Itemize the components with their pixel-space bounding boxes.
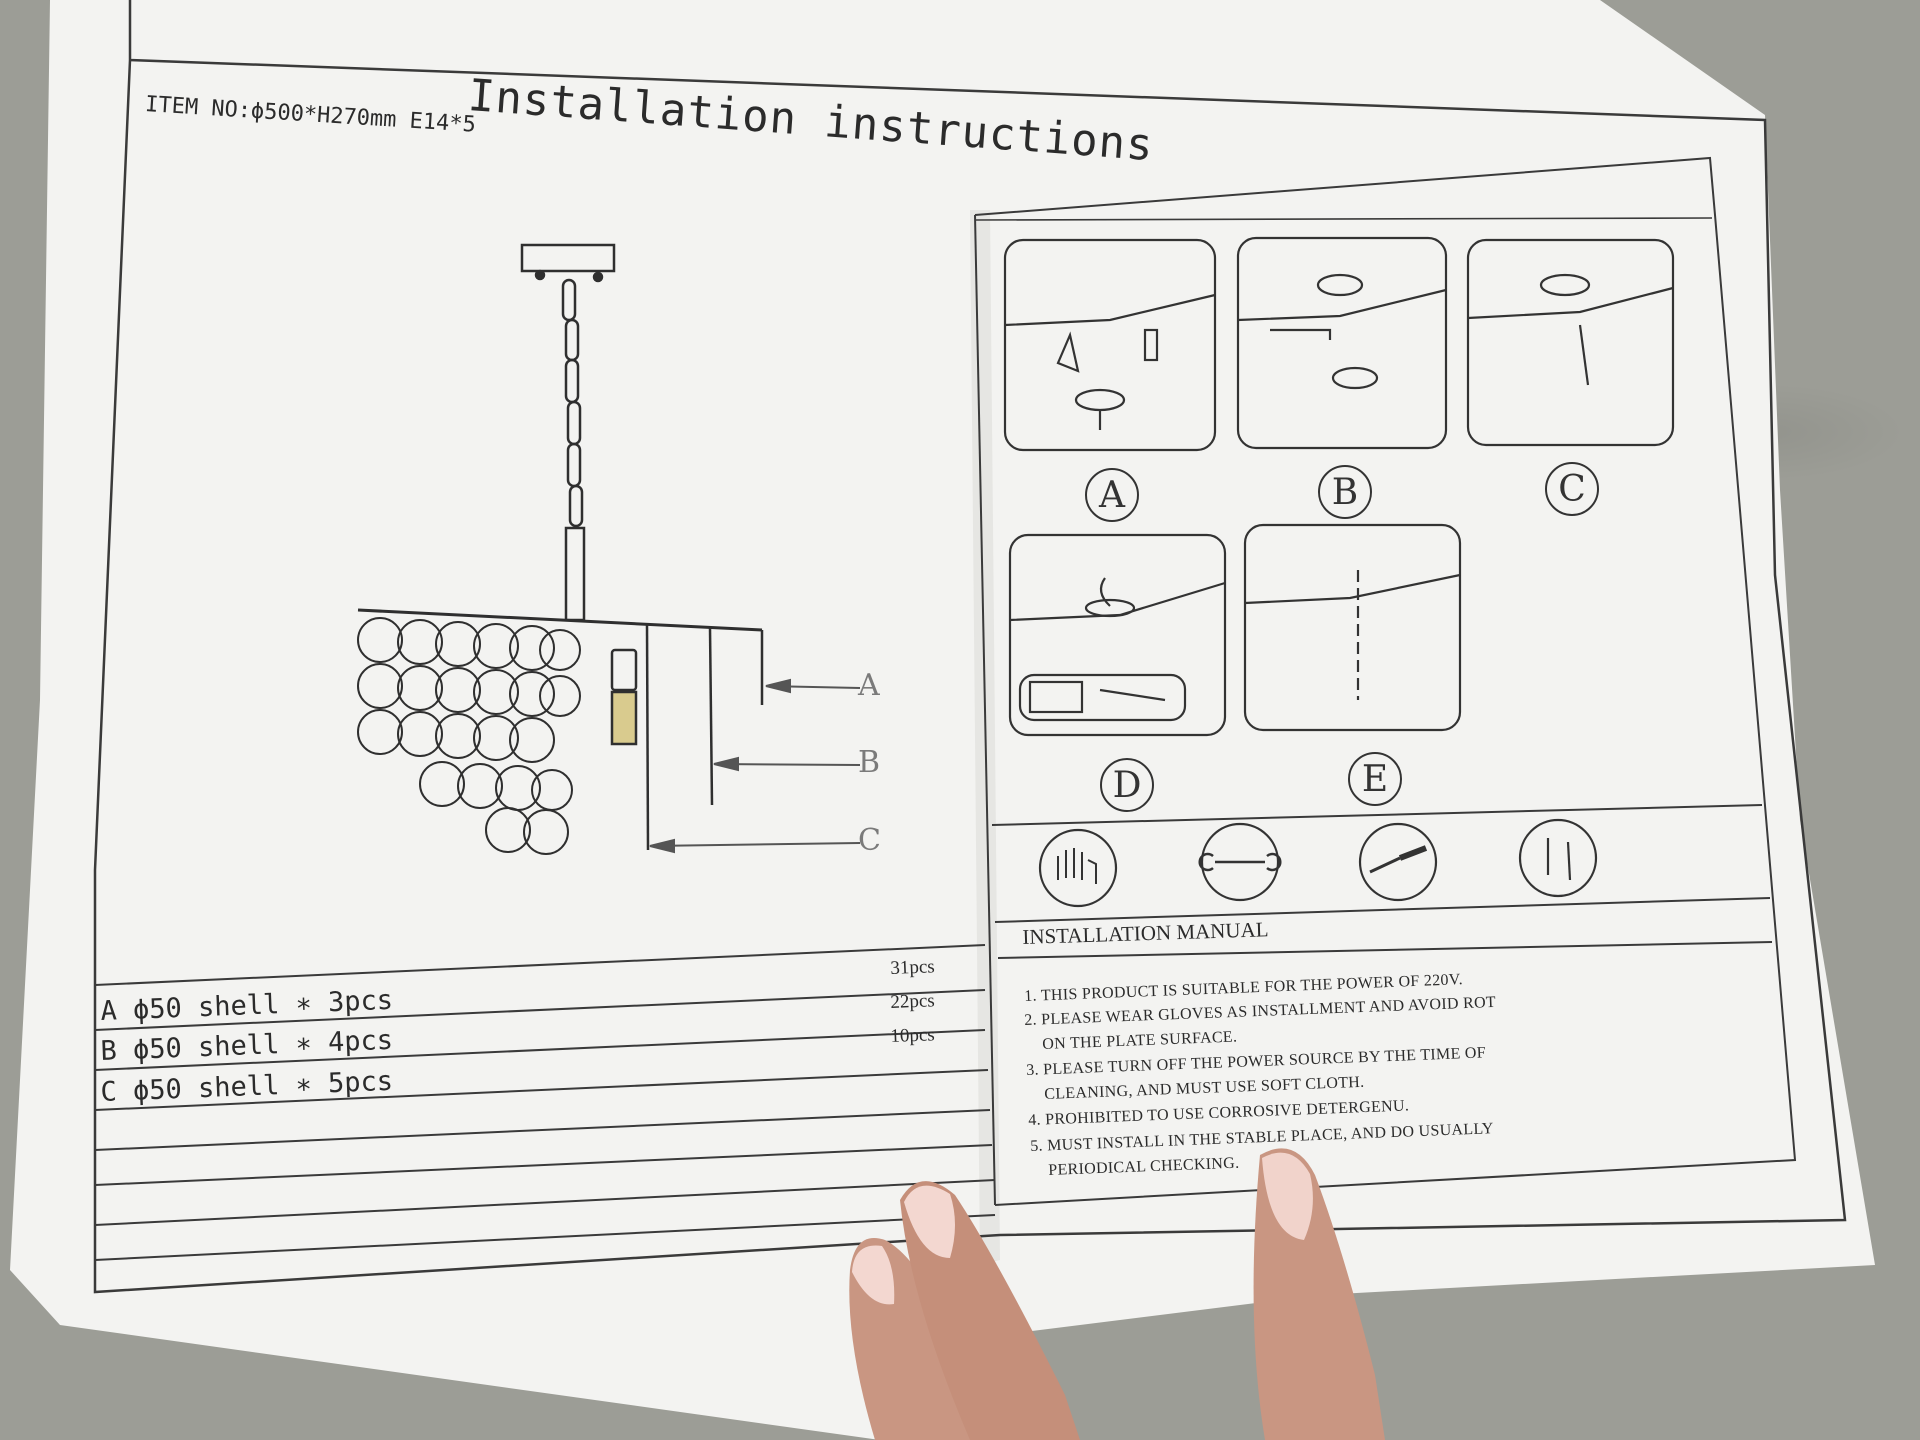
steps-panel-frame — [974, 156, 1797, 1206]
parts-count-c: 10pcs — [890, 1024, 936, 1047]
step-box-d — [1008, 533, 1227, 737]
callout-arrows — [649, 678, 861, 854]
outer-frame — [93, 0, 1847, 1294]
callout-b: B — [858, 745, 881, 780]
chain — [561, 278, 584, 528]
paper-sheet — [10, 0, 1875, 1440]
wrench-icon — [1200, 822, 1280, 902]
nail-middle — [904, 1185, 955, 1258]
step-label-e: E — [1348, 752, 1402, 806]
callout-c: C — [858, 823, 881, 858]
step-label-b: B — [1318, 465, 1372, 519]
parts-count-a: 31pcs — [890, 956, 936, 979]
nail-left — [852, 1245, 895, 1305]
parts-count-b: 22pcs — [890, 990, 936, 1013]
step-boxes — [1003, 236, 1675, 737]
screws-icon — [1518, 818, 1598, 898]
ceiling-canopy — [520, 243, 616, 273]
gloves-icon — [1038, 828, 1118, 908]
callout-a: A — [858, 668, 880, 703]
crystal-shells — [357, 617, 581, 855]
screwdriver-icon — [1358, 822, 1438, 902]
bulb — [610, 690, 638, 746]
bulb-socket — [610, 648, 638, 692]
step-box-b — [1236, 236, 1448, 450]
tool-icons — [1038, 818, 1598, 908]
step-label-c: C — [1545, 462, 1599, 516]
hand — [849, 1148, 1385, 1440]
step-box-e — [1243, 523, 1462, 732]
step-label-d: D — [1100, 758, 1154, 812]
nail-right — [1262, 1152, 1313, 1240]
step-label-a: A — [1085, 468, 1139, 522]
step-box-c — [1466, 238, 1675, 447]
chandelier-diagram — [357, 243, 861, 855]
step-box-a — [1003, 238, 1217, 452]
